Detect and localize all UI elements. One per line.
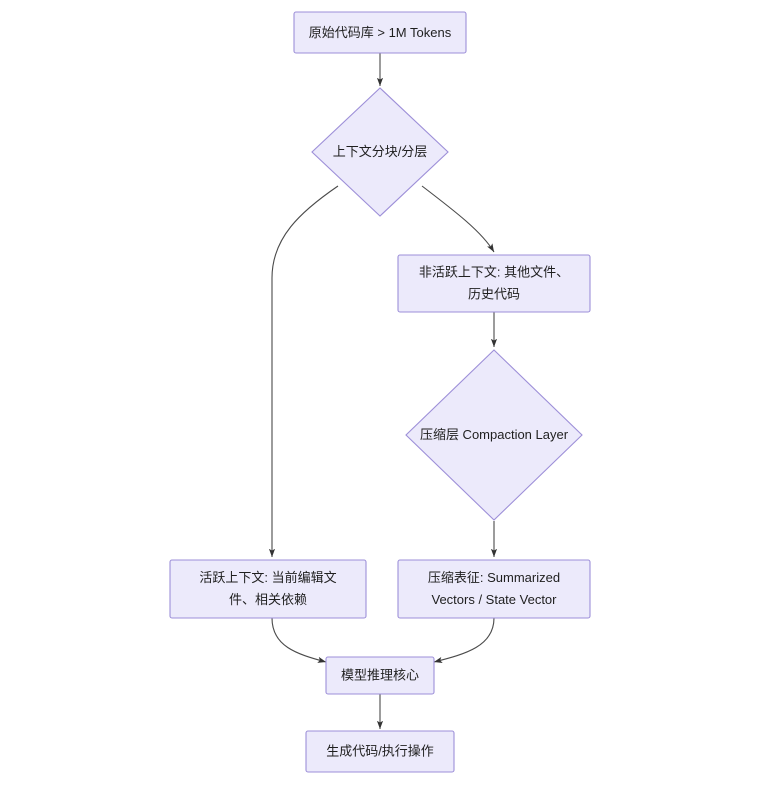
node-compressed-repr-label-line2: Vectors / State Vector — [431, 592, 557, 607]
node-inactive-context-label-line2: 历史代码 — [468, 286, 520, 301]
node-inference-core[interactable]: 模型推理核心 — [325, 656, 435, 695]
node-source-repo[interactable]: 原始代码库 > 1M Tokens — [293, 11, 467, 54]
node-compaction-layer[interactable]: 压缩层 Compaction Layer — [405, 349, 583, 521]
node-active-context-label-line2: 件、相关依赖 — [229, 592, 307, 607]
node-source-repo-label: 原始代码库 > 1M Tokens — [309, 25, 452, 40]
node-inactive-context-shape[interactable] — [397, 254, 591, 313]
node-chunking-shape[interactable] — [311, 87, 449, 217]
node-compaction-layer-label: 压缩层 Compaction Layer — [420, 427, 569, 442]
node-inactive-context-label-line1: 非活跃上下文: 其他文件、 — [419, 264, 569, 279]
node-compressed-repr-shape[interactable] — [397, 559, 591, 619]
node-inference-core-label: 模型推理核心 — [341, 667, 419, 682]
edge-chunking-to-inactive-context — [421, 185, 495, 253]
node-compaction-layer-shape[interactable] — [405, 349, 583, 521]
node-active-context-label-line1: 活跃上下文: 当前编辑文 — [199, 570, 336, 585]
node-active-context-shape[interactable] — [169, 559, 367, 619]
node-output-label: 生成代码/执行操作 — [326, 743, 434, 758]
edges-layer — [268, 53, 498, 730]
node-output-shape[interactable] — [305, 730, 455, 773]
node-active-context[interactable]: 活跃上下文: 当前编辑文 件、相关依赖 — [169, 559, 367, 619]
node-inactive-context[interactable]: 非活跃上下文: 其他文件、 历史代码 — [397, 254, 591, 313]
node-output[interactable]: 生成代码/执行操作 — [305, 730, 455, 773]
node-compressed-repr-label-line1: 压缩表征: Summarized — [428, 570, 560, 585]
node-inference-core-shape[interactable] — [325, 656, 435, 695]
edge-chunking-to-active-context — [268, 185, 339, 558]
edge-compressed-repr-to-inference-core — [433, 617, 495, 663]
node-compressed-repr[interactable]: 压缩表征: Summarized Vectors / State Vector — [397, 559, 591, 619]
edge-active-context-to-inference-core — [271, 617, 327, 663]
node-chunking[interactable]: 上下文分块/分层 — [311, 87, 449, 217]
node-source-repo-shape[interactable] — [293, 11, 467, 54]
node-chunking-label: 上下文分块/分层 — [333, 144, 428, 159]
